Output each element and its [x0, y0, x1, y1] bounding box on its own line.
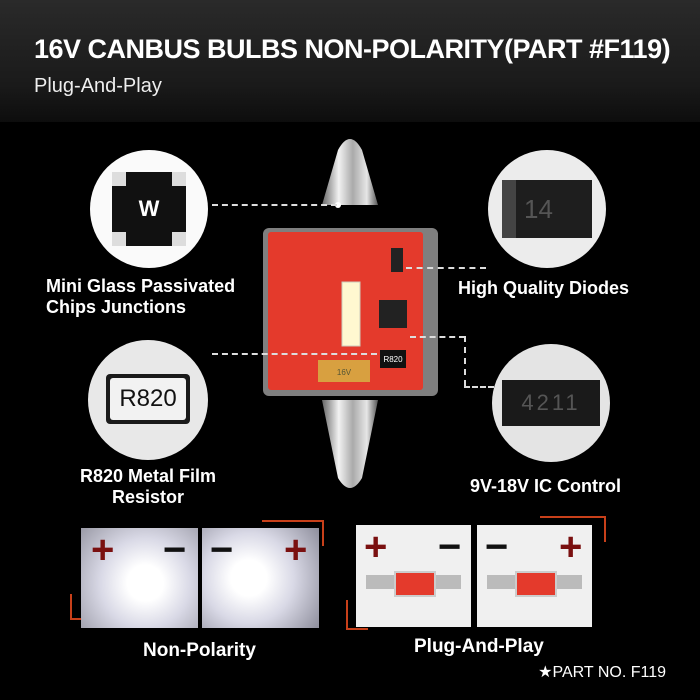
chip-body: W [112, 172, 186, 246]
top-end-cap [322, 139, 378, 205]
ic-body: 4211 [502, 380, 600, 426]
bulb-in-holder [515, 571, 557, 597]
connector-ic-h2 [464, 386, 494, 388]
feature-ic-label: 9V-18V IC Control [470, 476, 622, 496]
ic-chip [379, 300, 407, 328]
bottom-end-cap [322, 400, 378, 488]
caption-plug-and-play: Plug-And-Play [414, 636, 544, 657]
diode-body: 14 [502, 180, 592, 238]
board-resistor-label: R820 [383, 355, 403, 364]
connector-resistor [212, 353, 377, 355]
chip-w-mark: W [138, 196, 160, 221]
connector-chips [212, 204, 337, 206]
page-subtitle: Plug-And-Play [34, 75, 162, 97]
plus-sign: + [559, 525, 583, 569]
plus-sign: + [284, 528, 308, 572]
accent-corner-right-bottom [346, 600, 368, 630]
diode-closeup: 14 [488, 150, 606, 268]
plus-sign: + [364, 525, 388, 569]
connector-diodes [406, 267, 486, 269]
resistor-code: R820 [110, 378, 186, 420]
plus-sign: + [91, 528, 115, 572]
caption-non-polarity: Non-Polarity [143, 640, 256, 661]
feature-resistor-label: R820 Metal Film Resistor [79, 466, 217, 507]
connector-ic-h [410, 336, 465, 338]
ic-closeup: 4211 [492, 344, 610, 462]
minus-sign: − [438, 525, 462, 569]
accent-corner-left [262, 520, 324, 546]
header-banner: 16V CANBUS BULBS NON-POLARITY(PART #F119… [0, 0, 700, 122]
accent-corner-right [540, 516, 606, 542]
non-polarity-photo-1: + − [81, 528, 198, 628]
feature-diodes-label: High Quality Diodes [458, 278, 630, 298]
board-cap-label: 16V [337, 368, 352, 377]
chip-closeup: W [90, 150, 208, 268]
minus-sign: − [163, 528, 187, 572]
capacitor-chip [318, 360, 370, 382]
diode-code: 14 [524, 194, 553, 224]
plug-play-photo-2: − + [477, 525, 592, 627]
bulb-in-holder [394, 571, 436, 597]
resistor-body: R820 [106, 374, 190, 424]
plug-play-photo-1: + − [356, 525, 471, 627]
part-number: ★PART NO. F119 [538, 664, 666, 681]
feature-chips-label: Mini Glass Passivated Chips Junctions [46, 276, 236, 317]
connector-ic-v [464, 336, 466, 386]
minus-sign: − [210, 528, 234, 572]
ic-code: 4211 [521, 390, 581, 415]
anchor-dot [335, 202, 341, 208]
non-polarity-photo-2: − + [202, 528, 319, 628]
resistor-closeup: R820 [88, 340, 208, 460]
diode-chip [391, 248, 403, 272]
page-title: 16V CANBUS BULBS NON-POLARITY(PART #F119… [34, 34, 671, 64]
minus-sign: − [485, 525, 509, 569]
led-chip [341, 281, 361, 347]
board-resistor [380, 350, 406, 368]
